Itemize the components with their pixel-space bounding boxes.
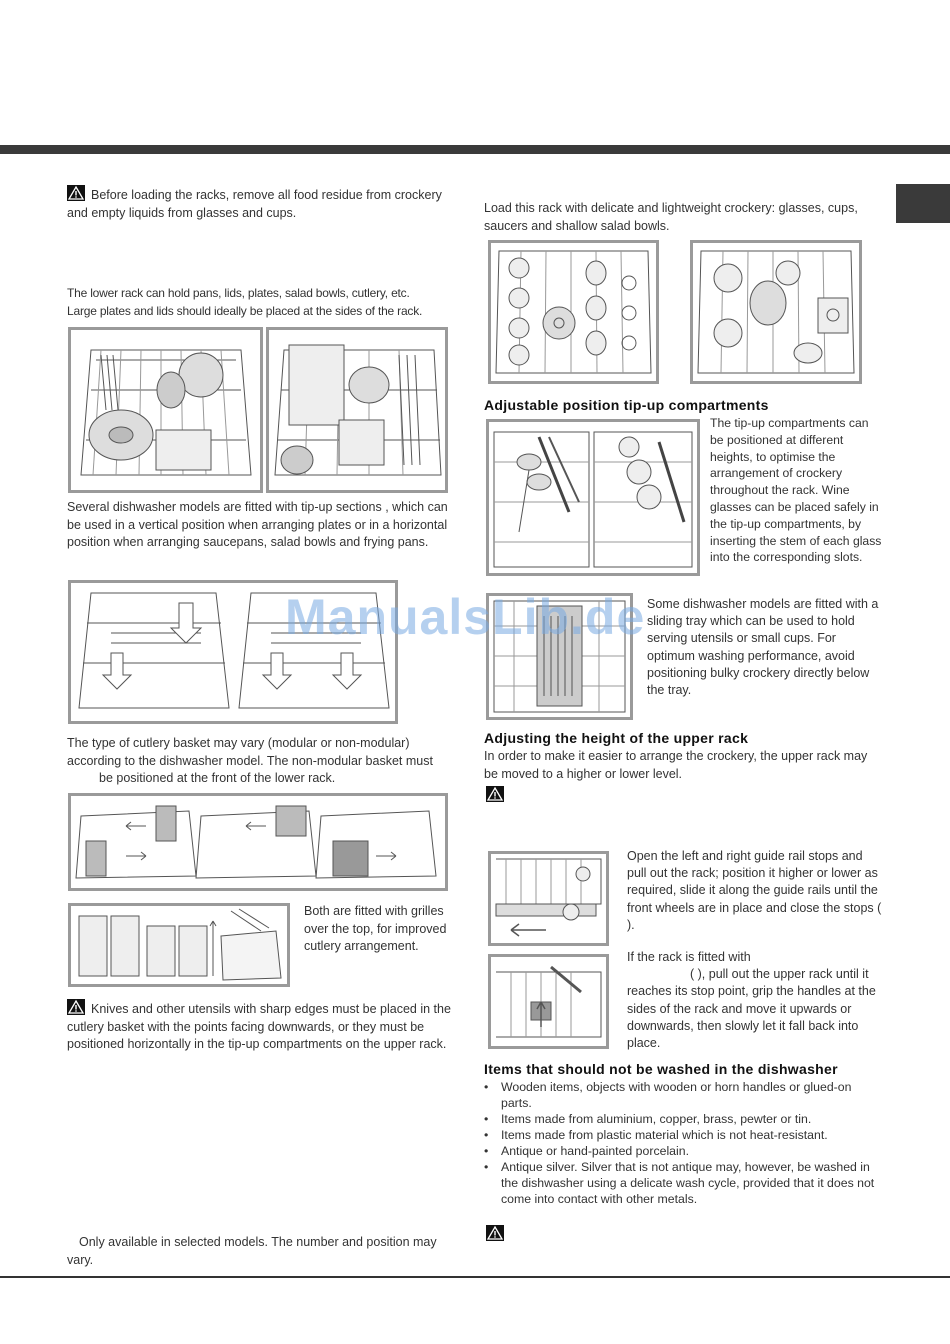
upper-rack-figure-1: [488, 240, 659, 384]
sliding-tray-figure: [486, 593, 633, 720]
tipup-sections-text: Several dishwasher models are fitted wit…: [67, 500, 448, 549]
watermark: ManualsLib.de: [285, 589, 646, 645]
tipup-illustration: [78, 592, 390, 709]
tipup-compartments-figure: [486, 419, 700, 576]
items-not-washed-list: Wooden items, objects with wooden or hor…: [484, 1079, 879, 1207]
warning-text: Knives and other utensils with sharp edg…: [67, 1002, 451, 1051]
list-item: Wooden items, objects with wooden or hor…: [484, 1079, 879, 1111]
lower-rack-line-2: Large plates and lids should ideally be …: [67, 304, 423, 318]
lower-rack-illustration: [274, 344, 442, 476]
tipup-compartments-illustration: [493, 431, 693, 568]
warning-sharp-edges: Knives and other utensils with sharp edg…: [67, 999, 457, 1054]
upper-rack-illustration: [697, 250, 855, 374]
guide-rail-text: Open the left and right guide rail stops…: [627, 849, 882, 932]
footer-line: [0, 1276, 950, 1278]
list-item: Antique silver. Silver that is not antiq…: [484, 1159, 879, 1207]
adjust-height-warning: [486, 786, 510, 805]
heading-tipup-compartments: Adjustable position tip-up compartments: [484, 397, 769, 413]
cutlery-basket-position-figure: [68, 793, 448, 891]
items-warning: [486, 1225, 510, 1244]
heading-adjust-height: Adjusting the height of the upper rack: [484, 730, 749, 746]
lower-rack-illustration: [80, 349, 252, 476]
upper-rack-intro: Load this rack with delicate and lightwe…: [484, 201, 858, 233]
sliding-tray-illustration: [493, 600, 626, 713]
rack-handle-text: If the rack is fitted with ( ), pull out …: [627, 949, 882, 1052]
upper-rack-illustration: [495, 250, 652, 374]
warning-icon: [67, 999, 85, 1015]
lower-rack-line-1: The lower rack can hold pans, lids, plat…: [67, 286, 410, 300]
rack-handle-text-2: ( ), pull out the upper rack until it re…: [627, 967, 876, 1051]
sliding-tray-text: Some dishwasher models are fitted with a…: [647, 597, 879, 698]
warning-food-residue: Before loading the racks, remove all foo…: [67, 185, 457, 222]
cutlery-grille-figure: [68, 903, 290, 987]
grilles-text: Both are fitted with grilles over the to…: [304, 904, 447, 953]
upper-rack-figure-2: [690, 240, 862, 384]
cutlery-basket-text-2: be positioned at the front of the lower …: [99, 771, 336, 785]
header-bar: [0, 145, 950, 154]
warning-icon: [67, 185, 85, 201]
cutlery-basket-illustration: [75, 805, 437, 879]
lower-rack-figure-2: [266, 327, 448, 493]
cutlery-basket-text-1: The type of cutlery basket may vary (mod…: [67, 736, 433, 768]
guide-rail-illustration: [495, 858, 602, 937]
adjust-height-intro: In order to make it easier to arrange th…: [484, 749, 868, 781]
footnote: Only available in selected models. The n…: [67, 1235, 437, 1267]
tipup-sections-figure: [68, 580, 398, 724]
list-item: Antique or hand-painted porcelain.: [484, 1143, 879, 1159]
rack-handle-illustration: [496, 965, 602, 1038]
rack-handle-figure: [488, 954, 609, 1049]
warning-icon: [486, 1225, 504, 1241]
warning-text: Before loading the racks, remove all foo…: [67, 188, 442, 220]
list-item: Items made from plastic material which i…: [484, 1127, 879, 1143]
lower-rack-figure-1: [68, 327, 263, 493]
guide-rail-figure: [488, 851, 609, 946]
tipup-compartments-text: The tip-up compartments can be positione…: [710, 416, 882, 565]
side-tab: [896, 184, 950, 223]
warning-icon: [486, 786, 504, 802]
rack-handle-text-1: If the rack is fitted with: [627, 950, 751, 964]
heading-items-not-washed: Items that should not be washed in the d…: [484, 1061, 838, 1077]
list-item: Items made from aluminium, copper, brass…: [484, 1111, 879, 1127]
cutlery-grille-illustration: [78, 908, 282, 981]
